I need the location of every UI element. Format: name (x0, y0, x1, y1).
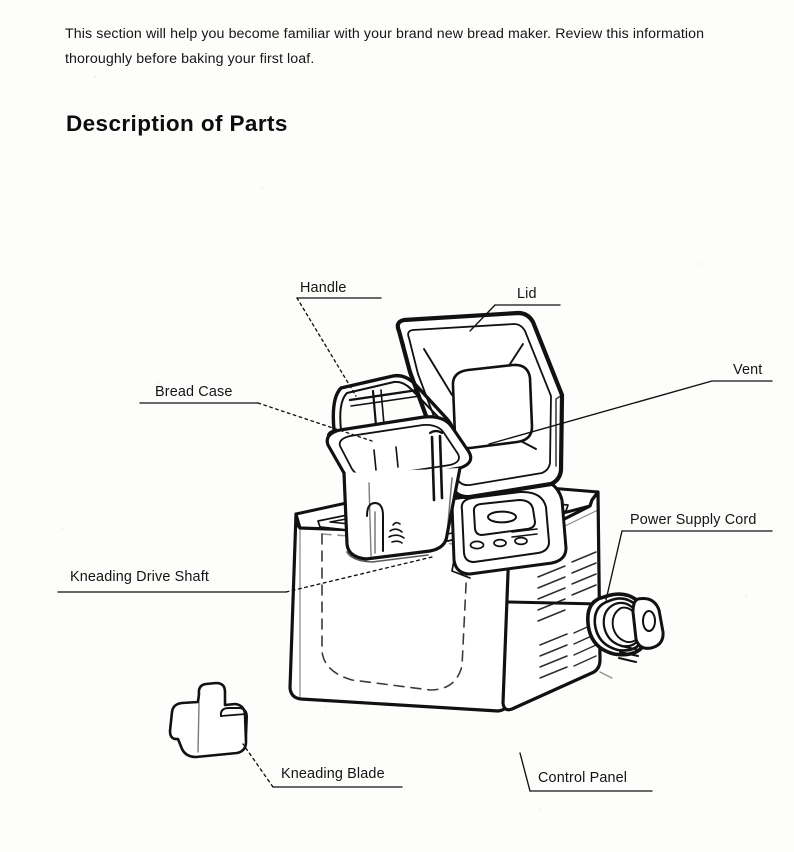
leader-kneading-blade (242, 743, 403, 788)
leader-kneading-drive-shaft (57, 556, 433, 593)
callout-vent: Vent (733, 362, 762, 378)
callout-label: Control Panel (538, 770, 628, 786)
callout-label: Lid (517, 286, 537, 302)
control-panel-group (449, 476, 568, 579)
page-title: Description of Parts (66, 111, 288, 137)
leader-bread-case (139, 402, 373, 442)
callout-handle: Handle (300, 280, 347, 296)
kneading-drive-shaft-part (428, 429, 444, 502)
callout-lid: Lid (517, 286, 537, 302)
leader-handle (296, 297, 382, 397)
callout-label: Power Supply Cord (630, 512, 757, 528)
kneading-blade-part (168, 681, 248, 759)
leader-control-panel (519, 752, 653, 792)
leader-power-supply-cord (605, 530, 773, 601)
callout-label: Vent (733, 362, 763, 378)
callout-label: Handle (300, 280, 347, 296)
leader-lid (469, 304, 561, 332)
callout-label: Kneading Blade (281, 766, 385, 782)
callout-kneading-blade: Kneading Blade (281, 766, 385, 782)
intro-paragraph: This section will help you become famili… (65, 26, 705, 67)
leader-vent (488, 380, 773, 445)
callout-control-panel: Control Panel (538, 770, 627, 786)
callout-bread-case: Bread Case (155, 384, 233, 400)
callout-label: Bread Case (155, 384, 233, 400)
power-supply-cord-part (507, 592, 665, 663)
side-vent-slots (537, 551, 597, 679)
callout-label: Kneading Drive Shaft (70, 569, 209, 585)
callout-power-supply-cord: Power Supply Cord (630, 512, 757, 528)
callout-kneading-drive-shaft: Kneading Drive Shaft (70, 569, 209, 585)
bread-case-group (325, 373, 473, 563)
